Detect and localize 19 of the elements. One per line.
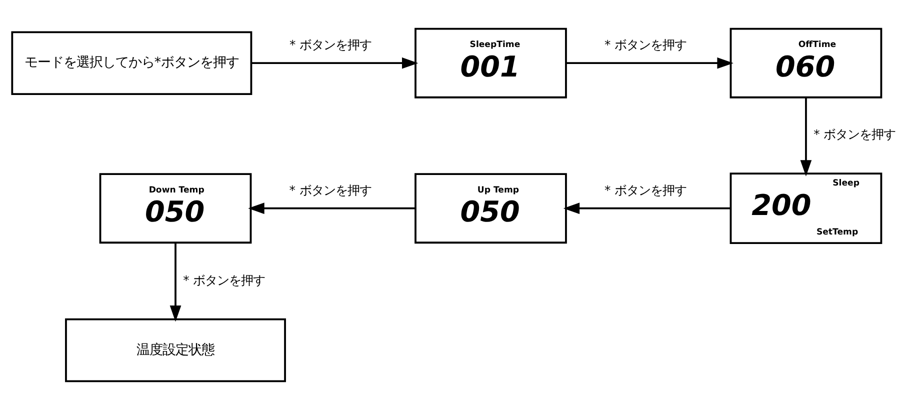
arrow (251, 56, 418, 68)
node-box: 温度設定状態 (65, 318, 286, 382)
node-box: SleepTime 001 (414, 27, 567, 98)
edge-label: * ボタンを押す (604, 182, 687, 197)
arrow (248, 202, 416, 214)
node-box: モードを選択してから*ボタンを押す (11, 30, 252, 94)
edge-label: * ボタンを押す (290, 38, 372, 52)
arrow (566, 56, 734, 68)
edge-label: * ボタンを押す (289, 182, 372, 197)
node-box: Down Temp 050 (99, 172, 252, 244)
arrow (563, 202, 731, 214)
edge-label: * ボタンを押す (604, 38, 687, 52)
edge-label: * ボタンを押す (814, 127, 896, 142)
node-box: Sleep 200 SetTemp (730, 172, 882, 244)
node-box: Up Temp 050 (414, 172, 567, 244)
node-box: OffTime 060 (730, 27, 882, 98)
edge-label: * ボタンを押す (183, 272, 266, 287)
arrow (800, 97, 812, 176)
arrow (170, 242, 182, 322)
